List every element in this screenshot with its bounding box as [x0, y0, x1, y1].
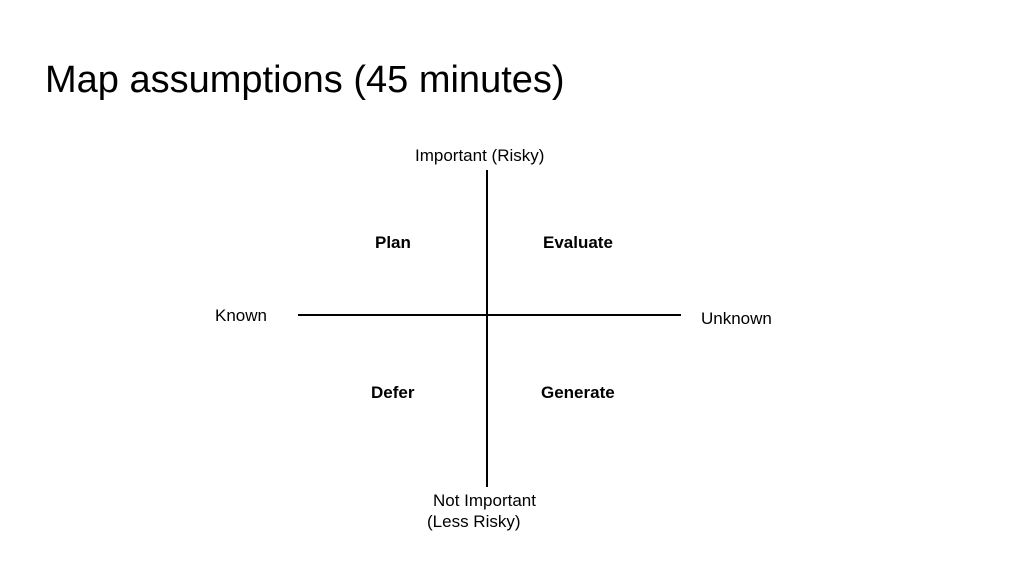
quadrant-label-defer: Defer	[371, 383, 415, 402]
vertical-axis-line	[486, 170, 488, 487]
axis-label-left: Known	[215, 306, 267, 325]
horizontal-axis-line	[298, 314, 681, 316]
axis-label-bottom-line-1: Not Important	[433, 491, 536, 510]
axis-label-bottom: Not Important (Less Risky)	[427, 490, 536, 533]
axis-label-bottom-line-2: (Less Risky)	[427, 512, 521, 532]
axis-label-right: Unknown	[701, 309, 772, 328]
slide-title: Map assumptions (45 minutes)	[45, 59, 565, 101]
quadrant-label-evaluate: Evaluate	[543, 233, 613, 252]
axis-label-top: Important (Risky)	[415, 146, 545, 165]
quadrant-label-generate: Generate	[541, 383, 615, 402]
quadrant-label-plan: Plan	[375, 233, 411, 252]
